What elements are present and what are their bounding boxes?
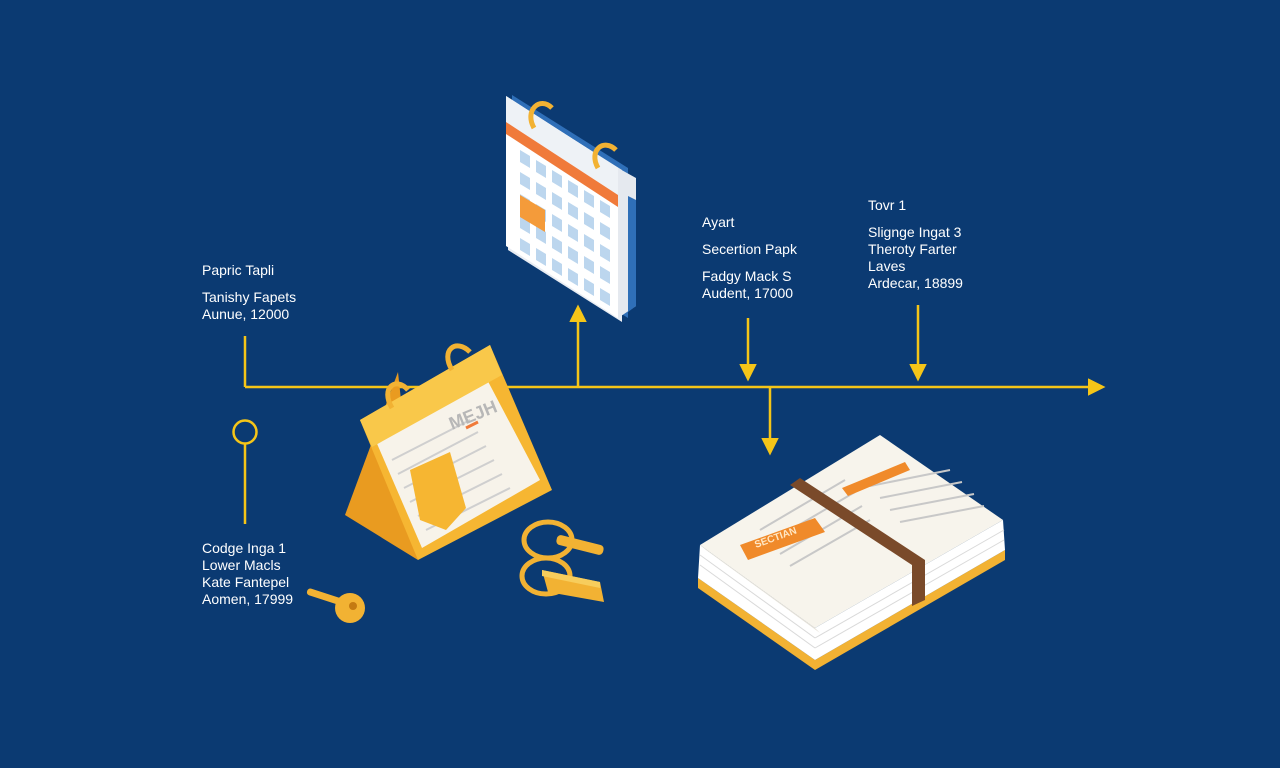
label-line: Laves	[868, 258, 906, 274]
calendar-day-cell	[520, 172, 530, 190]
calendar-day-cell	[520, 238, 530, 256]
calendar-day-cell	[552, 170, 562, 188]
label-line: Lower Macls	[202, 557, 281, 573]
label-title: Ayart	[702, 214, 735, 230]
calendar-day-cell	[552, 258, 562, 276]
keyring-icon	[519, 519, 604, 602]
calendar-day-cell	[568, 180, 578, 198]
timeline-node	[232, 419, 258, 445]
calendar-day-cell	[600, 244, 610, 262]
key-icon	[306, 588, 365, 623]
calendar-day-cell	[584, 234, 594, 252]
label-line: Slignge Ingat 3	[868, 224, 962, 240]
label-line: Audent, 17000	[702, 285, 794, 301]
calendar-day-cell	[584, 212, 594, 230]
calendar-day-cell	[536, 182, 546, 200]
label-line: Aomen, 17999	[202, 591, 294, 607]
calendar-day-cell	[584, 278, 594, 296]
calendar-grid	[520, 150, 610, 306]
label-title: Tovr 1	[868, 197, 907, 213]
label-line: Theroty Farter	[868, 241, 957, 257]
label-left-top: Papric Tapli Tanishy Fapets Aunue, 12000	[202, 262, 296, 323]
label-line: Fadgy Mack S	[702, 268, 792, 284]
calendar-day-cell	[568, 202, 578, 220]
label-line: Tanishy Fapets	[202, 289, 297, 305]
wall-calendar-icon	[506, 95, 636, 322]
calendar-day-cell	[552, 236, 562, 254]
calendar-day-cell	[520, 150, 530, 168]
label-left-bottom: Codge Inga 1 Lower Macls Kate Fantepel A…	[202, 540, 293, 608]
calendar-day-cell	[584, 190, 594, 208]
calendar-day-cell	[600, 200, 610, 218]
label-line: Ardecar, 18899	[868, 275, 963, 291]
calendar-day-cell	[584, 256, 594, 274]
calendar-ring-left	[528, 101, 554, 130]
calendar-day-cell	[536, 248, 546, 266]
calendar-day-cell	[568, 246, 578, 264]
label-title: Papric Tapli	[202, 262, 275, 278]
book-stack-icon: SECTIAN	[698, 435, 1005, 670]
calendar-day-cell	[600, 288, 610, 306]
calendar-day-cell	[536, 160, 546, 178]
calendar-ring-right	[592, 142, 618, 170]
label-middle: Ayart Secertion Papk Fadgy Mack S Audent…	[702, 214, 797, 302]
label-title: Codge Inga 1	[202, 540, 287, 556]
calendar-day-cell	[568, 268, 578, 286]
calendar-day-cell	[600, 266, 610, 284]
desk-calendar-icon: MEJH	[345, 343, 552, 560]
label-line: Aunue, 12000	[202, 306, 290, 322]
calendar-day-cell	[600, 222, 610, 240]
calendar-day-cell	[568, 224, 578, 242]
label-line: Kate Fantepel	[202, 574, 290, 590]
label-subtitle: Secertion Papk	[702, 241, 797, 257]
calendar-day-cell	[552, 214, 562, 232]
label-right: Tovr 1 Slignge Ingat 3 Theroty Farter La…	[868, 197, 963, 292]
calendar-day-cell	[552, 192, 562, 210]
